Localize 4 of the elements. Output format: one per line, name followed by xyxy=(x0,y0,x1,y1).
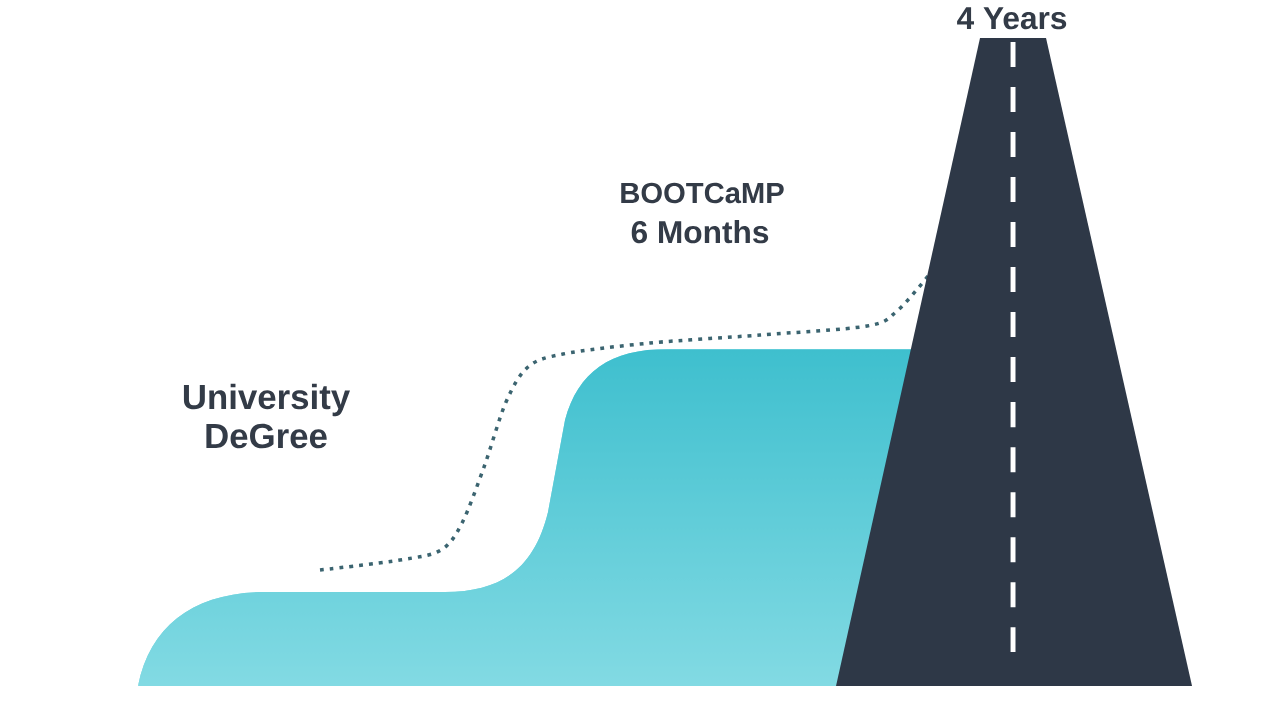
duration-label: 4 Years xyxy=(957,7,1067,30)
stage-label: BOOTCaMP xyxy=(621,182,784,204)
duration-label: 6 Months xyxy=(631,220,769,244)
stage-label: University DeGree xyxy=(183,383,350,449)
